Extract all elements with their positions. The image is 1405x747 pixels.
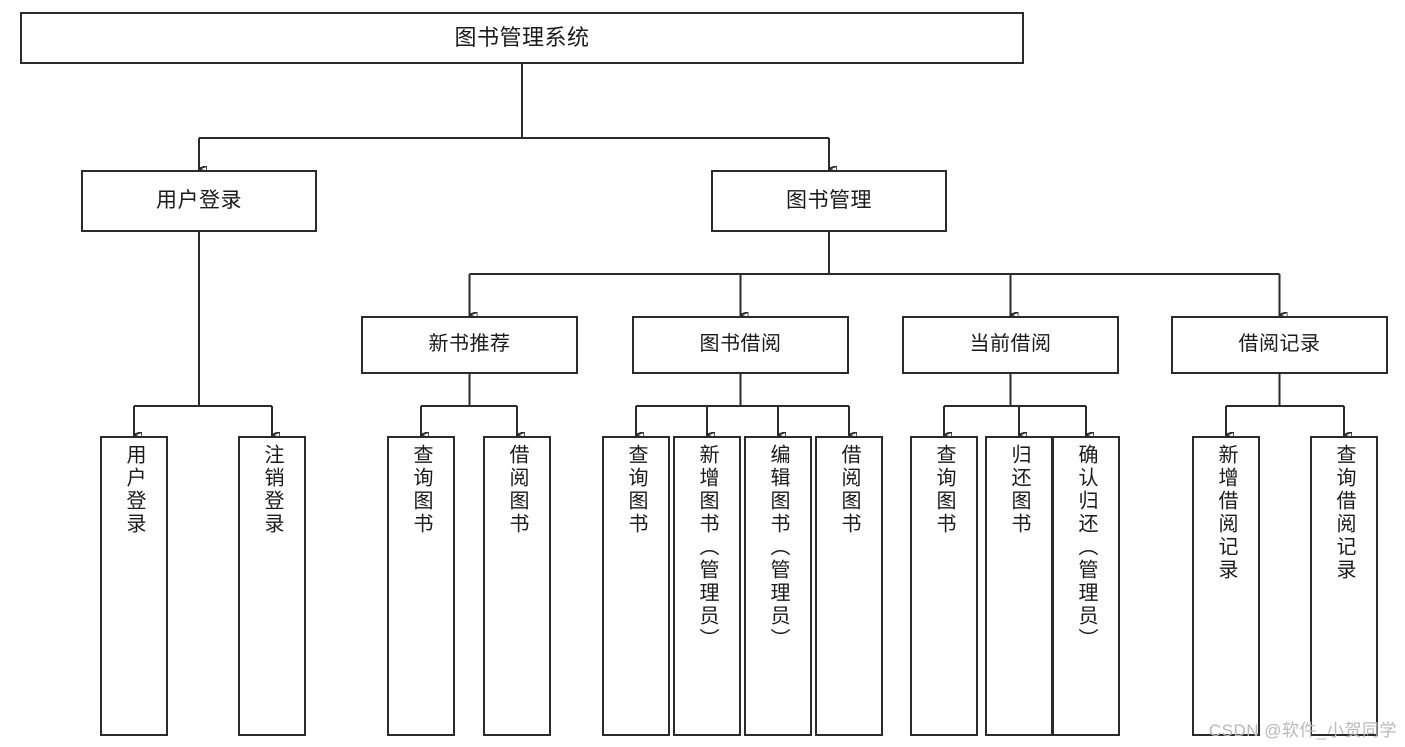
node-label: 图书管理系统: [454, 25, 590, 51]
node-book-borrow[interactable]: 图书借阅: [632, 316, 849, 374]
node-root[interactable]: 图书管理系统: [20, 12, 1024, 64]
node-leaf-rec-add-record[interactable]: 新增借阅记录: [1192, 436, 1260, 736]
node-label: 查询借阅记录: [1333, 444, 1355, 582]
node-leaf-user-logout[interactable]: 注销登录: [238, 436, 306, 736]
node-label: 确认归还（管理员）: [1075, 444, 1097, 651]
node-label: 查询图书: [410, 444, 432, 536]
node-label: 图书管理: [786, 188, 872, 212]
node-leaf-cur-query-book[interactable]: 查询图书: [910, 436, 978, 736]
node-label: 借阅记录: [1238, 333, 1321, 356]
node-leaf-rec-query-book[interactable]: 查询图书: [387, 436, 455, 736]
node-label: 借阅图书: [838, 444, 860, 536]
node-label: 用户登录: [156, 188, 242, 212]
node-label: 借阅图书: [506, 444, 528, 536]
node-label: 当前借阅: [969, 333, 1052, 356]
node-label: 归还图书: [1008, 444, 1030, 536]
edge-group: [133, 64, 1344, 435]
node-label: 新增借阅记录: [1215, 444, 1237, 582]
node-leaf-cur-confirm-return[interactable]: 确认归还（管理员）: [1052, 436, 1120, 736]
node-label: 编辑图书（管理员）: [767, 444, 789, 651]
node-current-borrow[interactable]: 当前借阅: [902, 316, 1119, 374]
node-user-login[interactable]: 用户登录: [81, 170, 317, 232]
node-label: 注销登录: [261, 444, 283, 536]
node-book-manage[interactable]: 图书管理: [711, 170, 947, 232]
node-leaf-borrow-add-book[interactable]: 新增图书（管理员）: [673, 436, 741, 736]
watermark-text: CSDN @软件_小贺同学: [1208, 721, 1397, 740]
node-label: 新增图书（管理员）: [696, 444, 718, 651]
node-leaf-borrow-borrow-book[interactable]: 借阅图书: [815, 436, 883, 736]
node-label: 查询图书: [933, 444, 955, 536]
node-new-book-rec[interactable]: 新书推荐: [361, 316, 578, 374]
node-leaf-rec-borrow-book[interactable]: 借阅图书: [483, 436, 551, 736]
node-leaf-borrow-query-book[interactable]: 查询图书: [602, 436, 670, 736]
node-leaf-cur-return-book[interactable]: 归还图书: [985, 436, 1053, 736]
node-leaf-borrow-edit-book[interactable]: 编辑图书（管理员）: [744, 436, 812, 736]
node-label: 图书借阅: [699, 333, 782, 356]
node-label: 查询图书: [625, 444, 647, 536]
node-label: 用户登录: [123, 444, 145, 536]
node-leaf-rec-query-record[interactable]: 查询借阅记录: [1310, 436, 1378, 736]
node-borrow-record[interactable]: 借阅记录: [1171, 316, 1388, 374]
node-leaf-user-login[interactable]: 用户登录: [100, 436, 168, 736]
node-label: 新书推荐: [428, 333, 511, 356]
